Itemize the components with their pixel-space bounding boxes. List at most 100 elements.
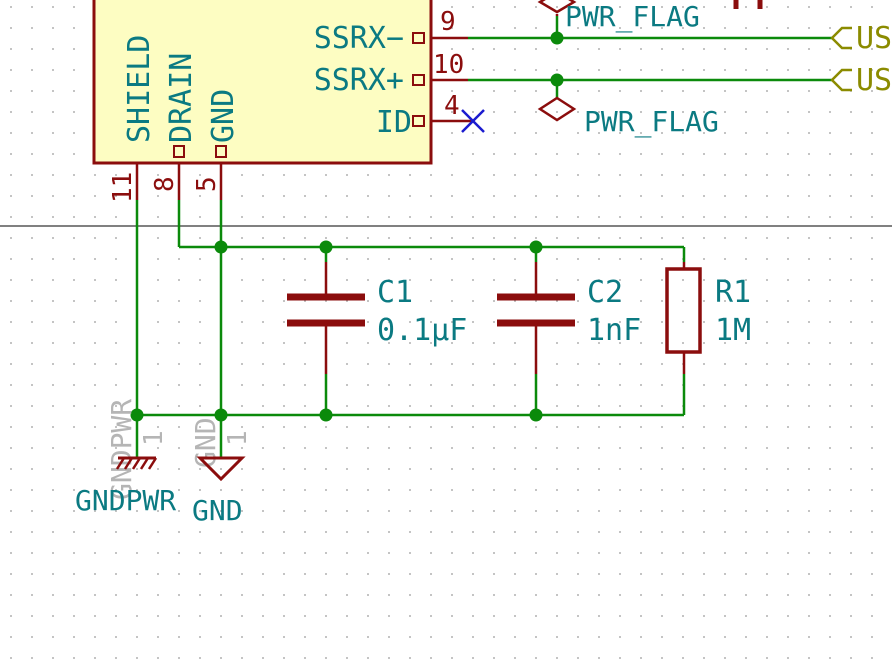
pin-drain[interactable]: DRAIN 8 <box>150 53 199 200</box>
grid-dot <box>220 594 222 596</box>
pin-ssrx-minus[interactable]: SSRX− 9 <box>314 7 468 56</box>
gndpwr-symbol[interactable]: GNDPWR 1 GNDPWR <box>75 399 176 517</box>
grid-dot <box>871 279 873 281</box>
grid-dot <box>829 552 831 554</box>
capacitor-c1[interactable]: C1 0.1µF <box>287 262 467 374</box>
grid-dot <box>346 195 348 197</box>
grid-dot <box>388 615 390 617</box>
grid-dot <box>787 48 789 50</box>
grid-dot <box>178 531 180 533</box>
grid-dot <box>157 594 159 596</box>
grid-dot <box>10 153 12 155</box>
grid-dot <box>787 468 789 470</box>
pin-gnd[interactable]: GND 5 <box>192 89 241 200</box>
grid-dot <box>409 594 411 596</box>
grid-dot <box>262 342 264 344</box>
grid-dot <box>94 321 96 323</box>
grid-dot <box>304 174 306 176</box>
grid-dot <box>598 27 600 29</box>
grid-dot <box>724 216 726 218</box>
capacitor-c2[interactable]: C2 1nF <box>497 262 641 374</box>
grid-dot <box>766 300 768 302</box>
grid-dot <box>346 258 348 260</box>
grid-dot <box>619 468 621 470</box>
grid-dot <box>661 111 663 113</box>
grid-dot <box>850 279 852 281</box>
grid-dot <box>829 363 831 365</box>
grid-dot <box>556 447 558 449</box>
grid-dot <box>451 216 453 218</box>
grid-dot <box>787 426 789 428</box>
grid-dot <box>766 48 768 50</box>
grid-dot <box>73 363 75 365</box>
usb-connector-symbol[interactable]: SSRX− 9 SSRX+ 10 ID 4 SHIELD 11 <box>92 0 485 203</box>
grid-dot <box>745 468 747 470</box>
grid-dot <box>493 69 495 71</box>
grid-dot <box>31 657 33 659</box>
grid-dot <box>262 216 264 218</box>
grid-dot <box>556 657 558 659</box>
grid-dot <box>52 153 54 155</box>
grid-dot <box>94 573 96 575</box>
grid-dot <box>367 552 369 554</box>
grid-dot <box>10 636 12 638</box>
grid-dot <box>766 279 768 281</box>
grid-dot <box>451 132 453 134</box>
grid-dot <box>115 216 117 218</box>
grid-dot <box>514 384 516 386</box>
grid-dot <box>430 279 432 281</box>
pin-ssrx-plus[interactable]: SSRX+ 10 <box>314 50 468 98</box>
grid-dot <box>682 489 684 491</box>
pwr-flag-bottom[interactable]: PWR_FLAG <box>537 96 719 139</box>
grid-dot <box>745 279 747 281</box>
grid-dot <box>73 468 75 470</box>
pin-id[interactable]: ID 4 <box>376 91 485 140</box>
grid-dot <box>346 300 348 302</box>
pwr-flag-top[interactable]: PWR_FLAG <box>537 0 700 34</box>
grid-dot <box>829 321 831 323</box>
grid-dot <box>136 531 138 533</box>
grid-dot <box>619 342 621 344</box>
wires[interactable] <box>135 16 832 458</box>
grid-dot <box>178 426 180 428</box>
grid-dot <box>430 195 432 197</box>
grid-dot <box>115 594 117 596</box>
grid-dot <box>31 6 33 8</box>
grid-dot <box>304 615 306 617</box>
grid-dot <box>283 489 285 491</box>
grid-dot <box>10 573 12 575</box>
grid-dot <box>682 237 684 239</box>
grid-dot <box>745 363 747 365</box>
grid-dot <box>199 174 201 176</box>
grid-dot <box>745 342 747 344</box>
grid-dot <box>241 321 243 323</box>
pin-name: DRAIN <box>164 53 199 143</box>
grid-dot <box>598 69 600 71</box>
grid-dot <box>493 132 495 134</box>
grid-dot <box>430 615 432 617</box>
grid-dot <box>556 636 558 638</box>
grid-dot <box>850 258 852 260</box>
grid-dot <box>388 552 390 554</box>
grid-dot <box>577 552 579 554</box>
grid-dot <box>73 342 75 344</box>
grid-dot <box>472 552 474 554</box>
grid-dot <box>514 258 516 260</box>
grid-dot <box>73 300 75 302</box>
grid-dot <box>514 594 516 596</box>
grid-dot <box>829 300 831 302</box>
gnd-symbol[interactable]: GND 1 GND <box>189 417 253 527</box>
resistor-r1[interactable]: R1 1M <box>665 262 751 374</box>
grid-dot <box>598 132 600 134</box>
grid-dot <box>682 615 684 617</box>
pin-shield[interactable]: SHIELD 11 <box>108 35 157 203</box>
grid-dot <box>283 405 285 407</box>
grid-dot <box>346 594 348 596</box>
grid-dot <box>451 447 453 449</box>
hier-label-1[interactable]: US <box>830 21 892 56</box>
grid-dot <box>640 531 642 533</box>
grid-dot <box>472 321 474 323</box>
grid-dot <box>598 174 600 176</box>
hier-label-2[interactable]: US <box>830 63 892 98</box>
